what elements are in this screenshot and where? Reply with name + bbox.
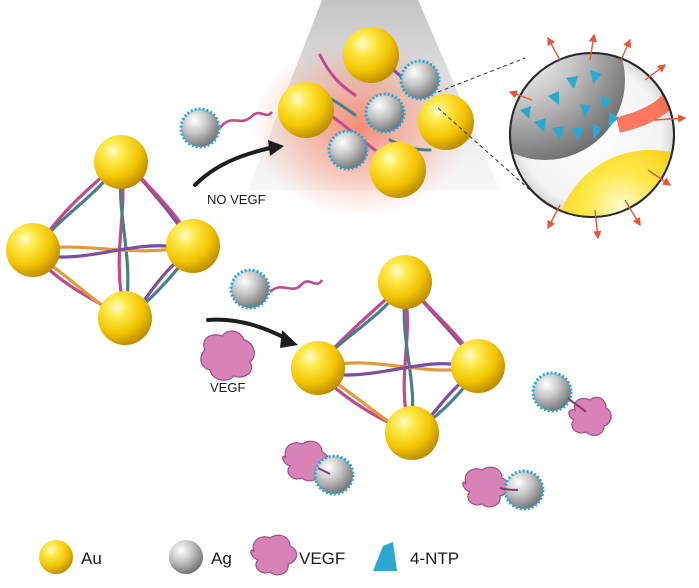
vegf-silver-complex <box>462 466 545 511</box>
gold-nanoparticle <box>6 223 60 277</box>
raman-emission-arrows <box>508 33 687 240</box>
legend-vegf-label: VEGF <box>299 549 345 568</box>
assembled-cluster <box>278 27 474 198</box>
legend-silver-swatch <box>169 540 203 574</box>
reaction-arrow-vegf <box>206 317 287 340</box>
gold-nanoparticle <box>94 135 148 189</box>
vegf-silver-complex <box>531 371 612 436</box>
silver-nanoparticle <box>327 129 369 171</box>
gold-nanoparticle <box>418 94 474 150</box>
gold-nanoparticle <box>98 291 152 345</box>
vegf-protein <box>200 330 255 381</box>
reaction-arrow-no-vegf <box>193 146 272 187</box>
gold-tetrahedron-left <box>6 135 220 345</box>
gold-nanoparticle <box>291 341 345 395</box>
legend-vegf-swatch <box>250 534 298 576</box>
legend-gold-swatch <box>39 540 73 574</box>
legend-ntp-label: 4-NTP <box>410 549 459 568</box>
gold-nanoparticle <box>166 219 220 273</box>
label-no-vegf: NO VEGF <box>207 192 266 207</box>
legend-silver-label: Ag <box>211 549 232 568</box>
silver-nanoparticle <box>399 59 441 101</box>
vegf-silver-complex <box>282 440 355 496</box>
silver-probe-middle <box>229 268 324 310</box>
gold-nanoparticle <box>451 339 505 393</box>
legend: Au Ag VEGF 4-NTP <box>39 534 459 576</box>
gold-tetrahedron-right <box>291 255 505 460</box>
legend-ntp-swatch <box>373 542 397 571</box>
legend-gold-label: Au <box>81 549 102 568</box>
silver-nanoparticle <box>364 92 406 134</box>
gold-nanoparticle <box>385 406 439 460</box>
zoom-guide-lines <box>437 57 531 191</box>
gold-nanoparticle <box>343 27 399 83</box>
zoom-inset <box>509 52 675 218</box>
gold-nanoparticle <box>370 142 426 198</box>
silver-probe-top <box>179 107 274 149</box>
label-vegf: VEGF <box>210 380 245 395</box>
gold-nanoparticle <box>378 255 432 309</box>
gold-nanoparticle <box>278 82 334 138</box>
